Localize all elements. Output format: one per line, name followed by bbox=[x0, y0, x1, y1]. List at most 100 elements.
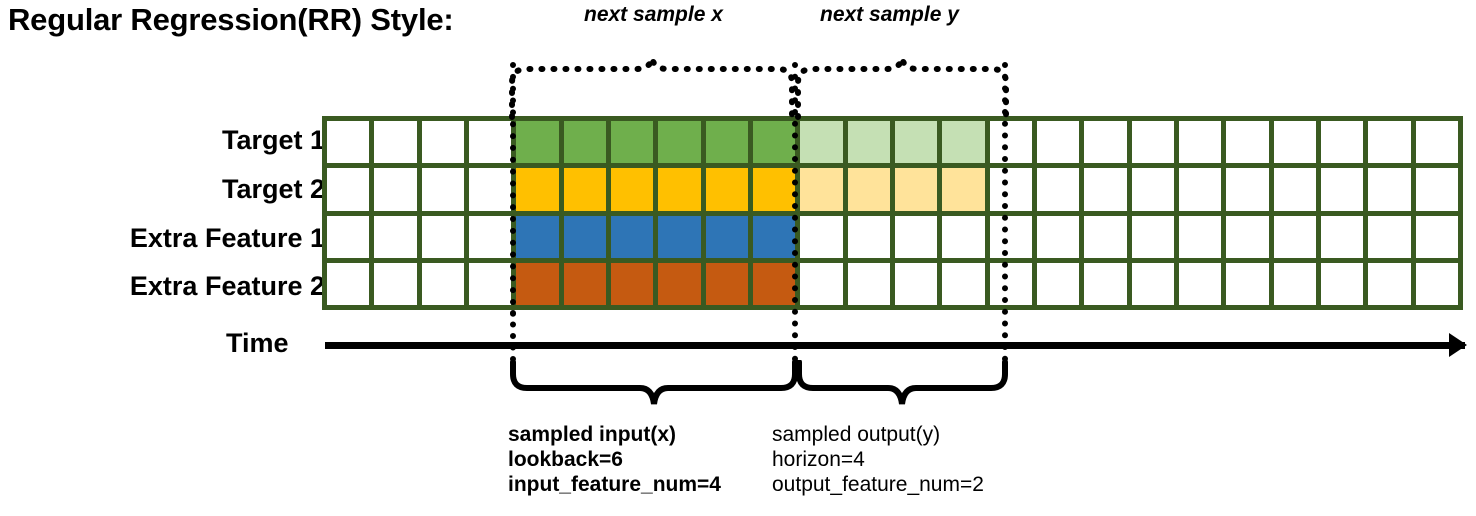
grid-cell-empty bbox=[1415, 262, 1458, 305]
top-brace-label-x: next sample x bbox=[584, 3, 723, 26]
grid-cell-input bbox=[658, 121, 701, 164]
note-input-line1: sampled input(x) bbox=[508, 423, 677, 446]
grid-cell-input bbox=[610, 215, 654, 258]
time-axis-label: Time bbox=[226, 328, 289, 358]
grid-cell-output bbox=[800, 121, 843, 164]
grid-cell-empty bbox=[847, 262, 890, 305]
grid-cell-input bbox=[563, 215, 606, 258]
grid-cell-empty bbox=[1036, 121, 1080, 164]
grid-cell-empty bbox=[1368, 121, 1411, 164]
row-label-extra-feature-1: Extra Feature 1 bbox=[129, 223, 325, 253]
grid-cell-empty bbox=[327, 262, 370, 305]
brace-next-sample-x bbox=[509, 57, 795, 120]
grid-cell-empty bbox=[327, 168, 370, 211]
grid-cell-empty bbox=[1273, 262, 1316, 305]
note-output-line3: output_feature_num=2 bbox=[772, 473, 984, 496]
grid-cell-empty bbox=[1415, 215, 1458, 258]
grid-cell-empty bbox=[1131, 262, 1174, 305]
guide-line-output-end bbox=[1002, 62, 1008, 362]
brace-sampled-output bbox=[796, 360, 1008, 405]
grid-cell-input bbox=[705, 121, 748, 164]
grid-cell-empty bbox=[847, 215, 890, 258]
grid-cell-empty bbox=[468, 168, 512, 211]
brace-next-sample-y bbox=[795, 57, 1009, 120]
grid-cell-empty bbox=[1178, 121, 1222, 164]
row-label-extra-feature-2: Extra Feature 2 bbox=[129, 271, 325, 301]
grid-cell-empty bbox=[1320, 215, 1364, 258]
grid-cell-empty bbox=[1273, 121, 1316, 164]
note-sampled-input: sampled input(x) lookback=6 input_featur… bbox=[508, 422, 721, 497]
grid-cell-empty bbox=[1036, 215, 1080, 258]
grid-cell-empty bbox=[1368, 168, 1411, 211]
grid-cell-empty bbox=[421, 262, 464, 305]
bottom-brace-group bbox=[510, 360, 1008, 405]
grid-cell-input bbox=[516, 168, 559, 211]
timeseries-grid bbox=[322, 116, 1463, 310]
grid-cell-input bbox=[610, 121, 654, 164]
grid-cell-empty bbox=[468, 215, 512, 258]
grid-cell-empty bbox=[1415, 121, 1458, 164]
grid-cell-empty bbox=[894, 262, 938, 305]
grid-cell-empty bbox=[989, 168, 1032, 211]
grid-cell-empty bbox=[942, 215, 985, 258]
grid-cell-empty bbox=[1131, 168, 1174, 211]
time-axis-arrow-icon bbox=[1449, 333, 1467, 357]
grid-cell-empty bbox=[374, 262, 417, 305]
grid-cell-empty bbox=[374, 168, 417, 211]
grid-cell-empty bbox=[327, 215, 370, 258]
grid-cell-empty bbox=[327, 121, 370, 164]
grid-cell-empty bbox=[1131, 215, 1174, 258]
grid-cell-input bbox=[563, 262, 606, 305]
grid-cell-input bbox=[752, 168, 796, 211]
grid-cell-empty bbox=[1273, 215, 1316, 258]
grid-cell-empty bbox=[421, 121, 464, 164]
grid-cell-empty bbox=[374, 121, 417, 164]
grid-cell-output bbox=[894, 121, 938, 164]
grid-cell-empty bbox=[1084, 215, 1127, 258]
grid-cell-empty bbox=[989, 121, 1032, 164]
grid-cell-empty bbox=[1320, 121, 1364, 164]
note-output-line2: horizon=4 bbox=[772, 448, 865, 471]
grid-cell-output bbox=[847, 168, 890, 211]
grid-cell-empty bbox=[1415, 168, 1458, 211]
grid-cell-empty bbox=[1178, 168, 1222, 211]
grid-cell-empty bbox=[1036, 262, 1080, 305]
grid-cell-empty bbox=[421, 215, 464, 258]
grid-cell-input bbox=[516, 262, 559, 305]
grid-cell-empty bbox=[1226, 262, 1269, 305]
grid-cell-input bbox=[516, 121, 559, 164]
page-title: Regular Regression(RR) Style: bbox=[8, 2, 454, 37]
grid-cell-output bbox=[800, 168, 843, 211]
grid-cell-empty bbox=[468, 121, 512, 164]
grid-cell-empty bbox=[942, 262, 985, 305]
grid-cell-empty bbox=[1084, 121, 1127, 164]
top-brace-label-y: next sample y bbox=[820, 3, 959, 26]
grid-cell-empty bbox=[468, 262, 512, 305]
brace-sampled-input bbox=[510, 360, 798, 405]
grid-cell-empty bbox=[1226, 215, 1269, 258]
grid-cell-output bbox=[894, 168, 938, 211]
grid-cell-empty bbox=[1226, 168, 1269, 211]
grid-cell-empty bbox=[1178, 215, 1222, 258]
guide-line-input-start bbox=[510, 62, 516, 317]
note-input-line2: lookback=6 bbox=[508, 448, 623, 471]
grid-cell-input bbox=[752, 121, 796, 164]
grid-cell-empty bbox=[1036, 168, 1080, 211]
grid-cell-input bbox=[563, 168, 606, 211]
grid-cell-empty bbox=[1320, 262, 1364, 305]
grid-cell-input bbox=[658, 262, 701, 305]
grid-cell-empty bbox=[1178, 262, 1222, 305]
note-output-line1: sampled output(y) bbox=[772, 423, 941, 446]
grid-cell-input bbox=[752, 262, 796, 305]
grid-cell-input bbox=[516, 215, 559, 258]
grid-cell-empty bbox=[800, 262, 843, 305]
grid-cell-input bbox=[610, 262, 654, 305]
grid-cell-empty bbox=[374, 215, 417, 258]
guide-line-input-start-lower bbox=[510, 310, 516, 362]
grid-cell-input bbox=[705, 215, 748, 258]
grid-cell-output bbox=[942, 121, 985, 164]
grid-cell-empty bbox=[894, 215, 938, 258]
grid-cell-empty bbox=[1131, 121, 1174, 164]
grid-cell-empty bbox=[1368, 215, 1411, 258]
grid-cell-input bbox=[705, 262, 748, 305]
